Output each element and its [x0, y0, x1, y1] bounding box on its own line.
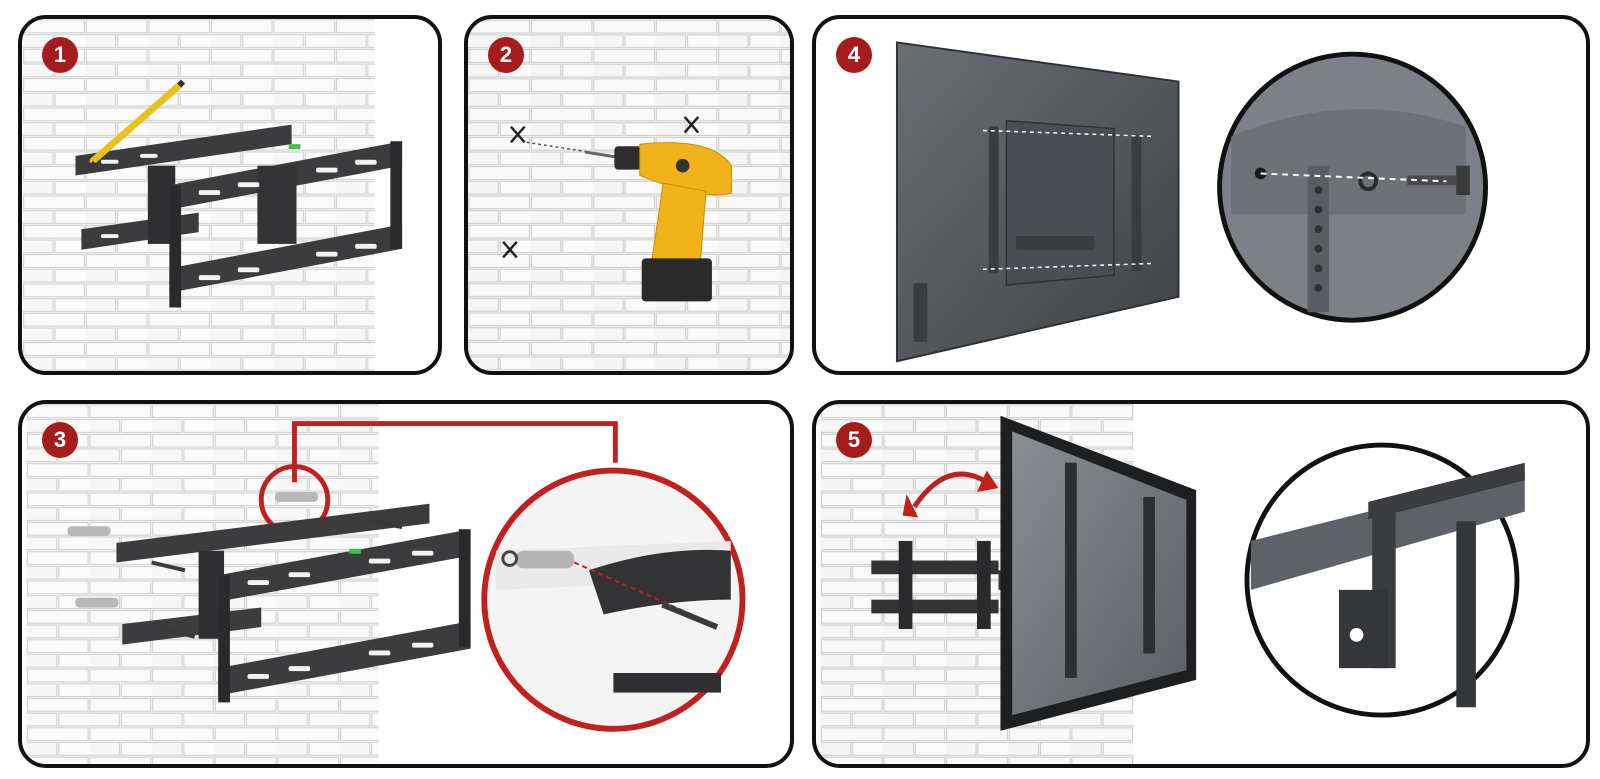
tv-back	[895, 41, 1180, 363]
step-3-panel: 3	[18, 400, 794, 768]
step-1-illustration	[22, 19, 403, 371]
step-number-badge: 4	[836, 37, 872, 73]
step-1-panel: 1	[18, 15, 442, 375]
tv-front	[1000, 415, 1197, 731]
step-2-panel: 2	[464, 15, 794, 375]
step-2-illustration	[468, 19, 790, 371]
step-4-panel: 4	[812, 15, 1590, 375]
wall-bracket	[116, 503, 471, 703]
step-5-panel: 5	[812, 400, 1590, 768]
step-number-badge: 5	[836, 422, 872, 458]
screw-icon	[67, 492, 403, 639]
wall-bracket	[75, 124, 403, 308]
step-number-badge: 3	[42, 422, 78, 458]
step-3-illustration	[26, 404, 746, 764]
x-mark-icon	[502, 116, 700, 259]
step-number-badge: 1	[42, 37, 78, 73]
screw-icon	[1407, 165, 1470, 195]
detail-zoom-circle	[1217, 51, 1488, 323]
detail-zoom-circle	[1244, 442, 1525, 718]
step-4-illustration	[895, 41, 1488, 363]
arrow-icon	[902, 470, 999, 518]
pencil-icon	[87, 79, 186, 168]
step-number-badge: 2	[488, 37, 524, 73]
callout-zoom-circle	[481, 467, 746, 732]
step-5-illustration	[820, 404, 1525, 764]
drill-icon	[584, 142, 732, 302]
